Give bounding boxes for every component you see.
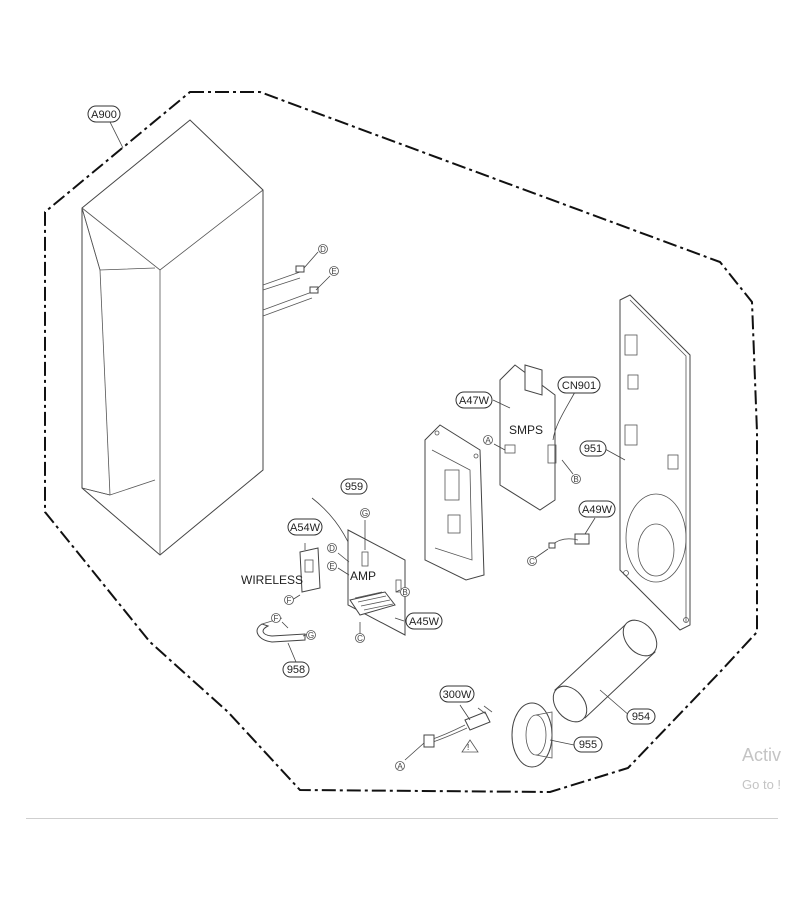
amp-board-a45w <box>347 529 406 636</box>
svg-text:A900: A900 <box>91 109 117 121</box>
callout-300w: 300W <box>439 685 475 703</box>
svg-text:A49W: A49W <box>582 504 613 516</box>
callout-a54w: A54W <box>287 518 323 536</box>
connector-a-cord: A <box>395 761 405 771</box>
connector-e-amp: E <box>327 561 337 571</box>
rear-panel-951 <box>619 294 691 631</box>
connector-g-amp: G <box>360 508 370 518</box>
callout-cn901: CN901 <box>557 376 601 394</box>
connector-d-cabinet: D <box>318 244 328 254</box>
callout-a900: A900 <box>87 105 121 123</box>
svg-text:E: E <box>331 267 336 276</box>
svg-text:955: 955 <box>579 739 597 751</box>
svg-text:A: A <box>485 436 491 445</box>
watermark-line-2: Go to ! <box>742 777 782 792</box>
svg-text:A54W: A54W <box>290 522 321 534</box>
connector-a-smps: A <box>483 435 493 445</box>
svg-text:A47W: A47W <box>459 395 490 407</box>
label-wireless: WIRELESS <box>241 573 303 587</box>
assembly-boundary <box>44 91 758 794</box>
callout-958: 958 <box>282 661 310 678</box>
svg-text:G: G <box>308 631 314 640</box>
svg-text:G: G <box>362 509 368 518</box>
connector-b-smps: B <box>571 474 581 484</box>
svg-text:A45W: A45W <box>409 616 440 628</box>
svg-text:959: 959 <box>345 481 363 493</box>
connector-f-cable: F <box>271 613 281 623</box>
port-flange-955 <box>511 702 553 768</box>
connector-d-amp: D <box>327 543 337 553</box>
watermark-line-1: Activ <box>742 745 782 765</box>
connector-c-amp: C <box>355 633 365 643</box>
svg-text:D: D <box>329 544 335 553</box>
svg-text:CN901: CN901 <box>562 380 596 392</box>
svg-text:951: 951 <box>584 443 602 455</box>
callout-955: 955 <box>573 736 603 753</box>
chassis-bracket <box>424 424 485 581</box>
callout-951: 951 <box>579 440 607 457</box>
power-cord-300w: ! <box>423 705 493 753</box>
svg-text:A: A <box>397 762 403 771</box>
svg-text:F: F <box>287 596 292 605</box>
svg-text:B: B <box>573 475 578 484</box>
wireless-module-a54w <box>299 547 321 593</box>
label-amp: AMP <box>350 569 376 583</box>
connector-c-a49w: C <box>527 556 537 566</box>
svg-text:B: B <box>402 588 407 597</box>
smps-board-a47w <box>499 364 557 511</box>
connector-b-amp: B <box>400 587 410 597</box>
connector-e-cabinet: E <box>329 266 339 276</box>
connector-f-wireless: F <box>284 595 294 605</box>
callout-a49w: A49W <box>578 500 616 518</box>
bottom-divider <box>26 818 778 819</box>
svg-text:F: F <box>274 614 279 623</box>
connector-g-cable: G <box>306 630 316 640</box>
callout-a47w: A47W <box>455 391 493 409</box>
svg-text:300W: 300W <box>443 689 472 701</box>
terminal-board-a49w <box>548 533 590 549</box>
warning-mark: ! <box>467 743 469 752</box>
callout-959: 959 <box>340 478 368 495</box>
svg-text:C: C <box>529 557 535 566</box>
svg-text:E: E <box>329 562 334 571</box>
port-tube-954 <box>552 619 658 723</box>
flat-cable-958 <box>256 617 306 643</box>
callout-a45w: A45W <box>405 612 443 630</box>
svg-text:954: 954 <box>632 711 650 723</box>
callout-954: 954 <box>626 708 656 725</box>
svg-text:D: D <box>320 245 326 254</box>
svg-text:C: C <box>357 634 363 643</box>
cabinet-a900 <box>81 119 319 556</box>
label-smps: SMPS <box>509 423 543 437</box>
svg-text:958: 958 <box>287 664 305 676</box>
